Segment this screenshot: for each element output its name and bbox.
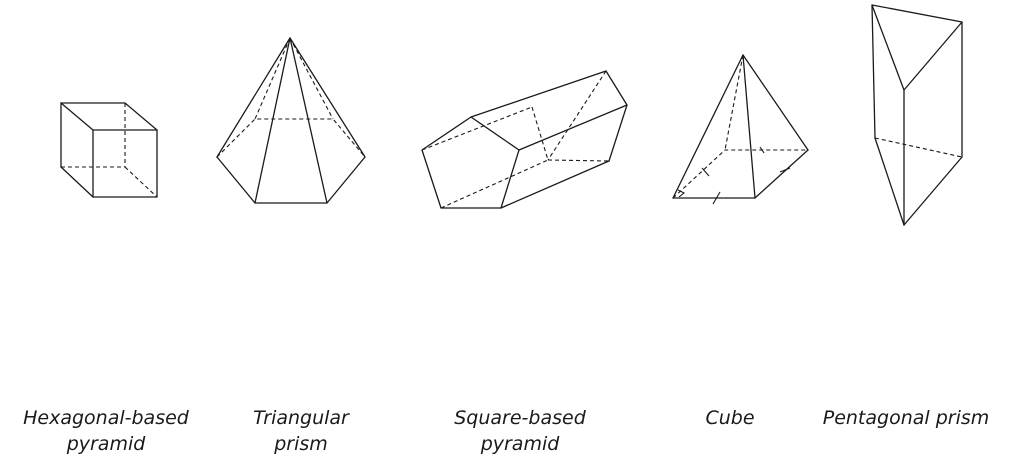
label-line: prism: [274, 433, 328, 455]
cube-shape: [60, 102, 158, 198]
label-triangular-prism: Triangular prism: [228, 405, 374, 457]
label-line: Cube: [705, 407, 755, 429]
label-pentagonal-prism: Pentagonal prism: [816, 405, 996, 431]
square-pyramid-shape: [672, 54, 809, 205]
label-line: pyramid: [66, 433, 146, 455]
triangular-prism-shape: [871, 4, 963, 226]
label-line: Hexagonal-based: [23, 407, 189, 429]
label-cube: Cube: [690, 405, 770, 431]
label-hexagonal-pyramid: Hexagonal-based pyramid: [14, 405, 198, 457]
label-line: pyramid: [480, 433, 560, 455]
label-line: Triangular: [253, 407, 349, 429]
pentagonal-prism-shape: [421, 70, 628, 209]
hexagonal-pyramid-shape: [216, 37, 366, 204]
label-line: Pentagonal prism: [822, 407, 990, 429]
label-line: Square-based: [454, 407, 586, 429]
label-square-pyramid: Square-based pyramid: [437, 405, 603, 457]
